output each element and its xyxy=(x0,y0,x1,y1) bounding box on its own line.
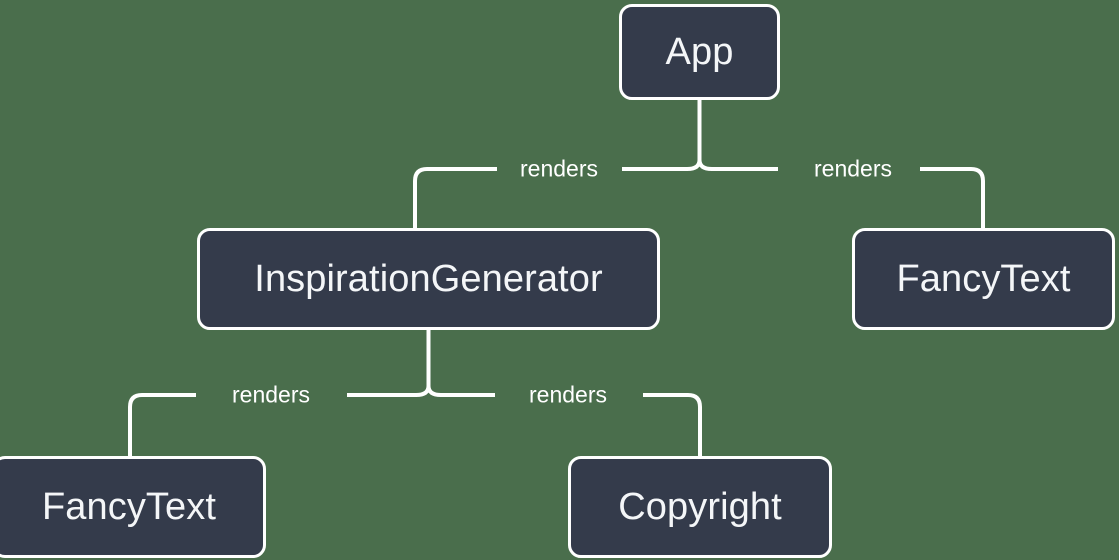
node-app[interactable]: App xyxy=(619,4,780,100)
edge-app-to-fancytext-segment-outer xyxy=(920,167,985,228)
node-app-label: App xyxy=(665,30,734,73)
node-fancytext-right[interactable]: FancyText xyxy=(852,228,1115,330)
node-inspiration-generator[interactable]: InspirationGenerator xyxy=(197,228,660,330)
node-copyright-label: Copyright xyxy=(618,485,782,528)
edge-label-app-to-fancytext-right: renders xyxy=(814,155,892,182)
edge-label-inspiration-generator-to-fancytext-bottom: renders xyxy=(232,381,310,408)
edge-app-to-inspiration-segment-outer xyxy=(413,167,497,228)
edge-app-junction-right xyxy=(697,158,714,171)
node-fancytext-bottom-label: FancyText xyxy=(41,485,217,528)
node-inspiration-generator-label: InspirationGenerator xyxy=(254,257,603,300)
edge-inspiration-to-fancytext-segment-outer xyxy=(128,393,196,456)
edge-label-inspiration-generator-to-copyright: renders xyxy=(529,381,607,408)
edge-inspiration-to-copyright-segment-outer xyxy=(643,393,702,456)
edge-inspiration-junction-right xyxy=(426,384,443,397)
edge-label-app-to-inspiration-generator: renders xyxy=(520,155,598,182)
node-copyright[interactable]: Copyright xyxy=(568,456,832,558)
node-fancytext-bottom[interactable]: FancyText xyxy=(0,456,266,558)
node-fancytext-right-label: FancyText xyxy=(896,257,1071,300)
